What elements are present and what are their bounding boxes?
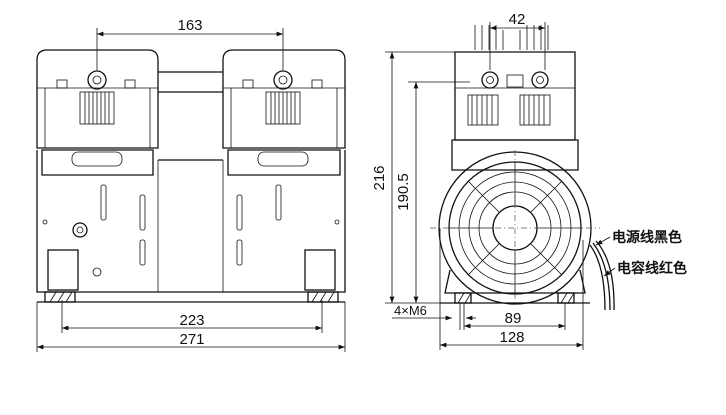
dim-mount-holes: 4×M6 (394, 303, 427, 318)
label-capacitor-wire: 电容线红色 (617, 260, 687, 277)
dim-total-height: 216 (371, 165, 388, 190)
dim-total-width: 128 (499, 329, 524, 346)
dim-total-length: 271 (179, 331, 204, 348)
front-view: 163 223 271 (36, 17, 346, 352)
pump-head-right (222, 49, 346, 176)
dim-fin-width: 42 (509, 11, 526, 28)
dim-head-spacing: 163 (177, 17, 202, 34)
dim-mount-spacing-short: 89 (505, 310, 522, 327)
label-power-wire: 电源线黑色 (612, 229, 682, 246)
side-view: 电源线黑色 电容线红色 42 216 190.5 4×M6 89 128 (371, 11, 687, 350)
dim-mount-spacing-long: 223 (179, 312, 204, 329)
pump-head-left (36, 49, 159, 176)
dim-axis-height: 190.5 (395, 173, 412, 211)
